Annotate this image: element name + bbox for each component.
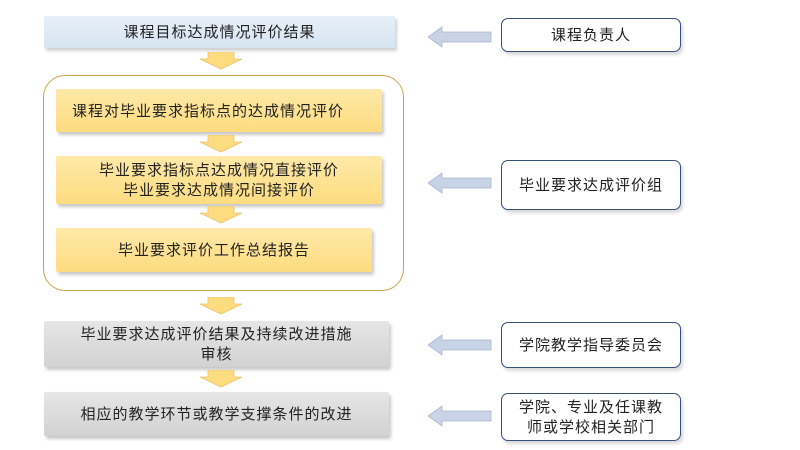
step-course-objective-result-label: 课程目标达成情况评价结果 <box>123 23 316 41</box>
step-teaching-improvement: 相应的教学环节或教学支撑条件的改进 <box>44 392 389 436</box>
down-arrow-icon <box>199 206 243 224</box>
role-course-leader-label: 课程负责人 <box>550 26 631 44</box>
step-summary-report-label: 毕业要求评价工作总结报告 <box>117 241 310 259</box>
left-arrow-icon <box>428 405 492 427</box>
role-evaluation-group: 毕业要求达成评价组 <box>501 160 681 210</box>
role-course-leader: 课程负责人 <box>501 18 681 52</box>
down-arrow-icon <box>199 297 243 315</box>
left-arrow-icon <box>428 26 492 48</box>
step-course-to-indicator-evaluation-label: 课程对毕业要求指标点的达成情况评价 <box>72 101 345 120</box>
step-course-objective-result: 课程目标达成情况评价结果 <box>44 16 395 48</box>
role-evaluation-group-label: 毕业要求达成评价组 <box>518 176 663 194</box>
step-result-and-improvement-review-label: 毕业要求达成评价结果及持续改进措施 审核 <box>80 325 353 363</box>
step-course-to-indicator-evaluation: 课程对毕业要求指标点的达成情况评价 <box>56 89 382 132</box>
step-teaching-improvement-label: 相应的教学环节或教学支撑条件的改进 <box>80 405 353 423</box>
step-result-and-improvement-review: 毕业要求达成评价结果及持续改进措施 审核 <box>44 321 389 367</box>
role-teaching-committee-label: 学院教学指导委员会 <box>518 336 663 354</box>
role-departments-and-teachers-label: 学院、专业及任课教 师或学校相关部门 <box>518 398 663 436</box>
left-arrow-icon <box>428 172 492 194</box>
down-arrow-icon <box>199 370 243 388</box>
role-departments-and-teachers: 学院、专业及任课教 师或学校相关部门 <box>501 393 681 441</box>
left-arrow-icon <box>428 334 492 356</box>
step-summary-report: 毕业要求评价工作总结报告 <box>56 228 372 272</box>
role-teaching-committee: 学院教学指导委员会 <box>501 322 681 368</box>
down-arrow-icon <box>199 135 243 153</box>
down-arrow-icon <box>199 52 243 70</box>
step-direct-indirect-evaluation: 毕业要求指标点达成情况直接评价 毕业要求达成情况间接评价 <box>56 156 382 204</box>
step-direct-indirect-evaluation-label: 毕业要求指标点达成情况直接评价 毕业要求达成情况间接评价 <box>98 161 339 199</box>
